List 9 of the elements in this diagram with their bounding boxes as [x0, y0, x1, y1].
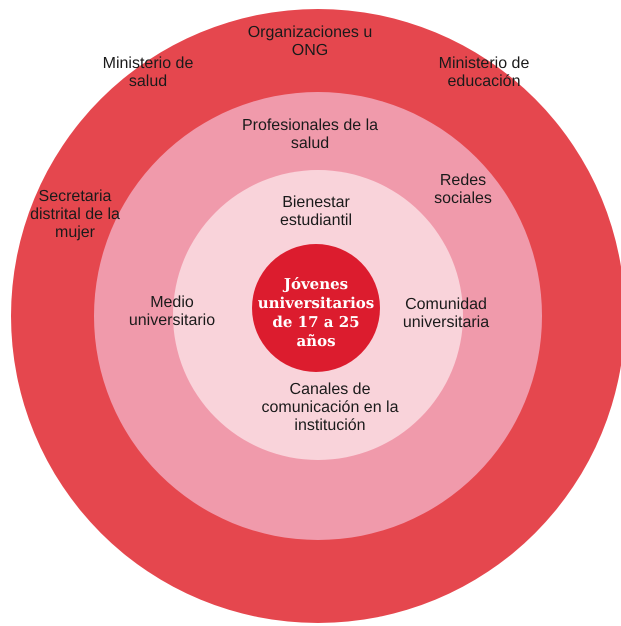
ring-label: Profesionales de la salud [240, 117, 380, 153]
ring-label: Redes sociales [433, 172, 493, 208]
center-title: Jóvenes universitarios de 17 a 25 años [256, 275, 376, 351]
ring-label: Secretaria distrital de la mujer [29, 188, 121, 242]
ring-label: Canales de comunicación en la institución [260, 381, 400, 435]
ring-label: Medio universitario [128, 294, 216, 330]
ring-label: Bienestar estudiantil [278, 194, 354, 230]
ring-label: Organizaciones u ONG [246, 24, 374, 60]
ring-label: Comunidad universitaria [402, 296, 490, 332]
